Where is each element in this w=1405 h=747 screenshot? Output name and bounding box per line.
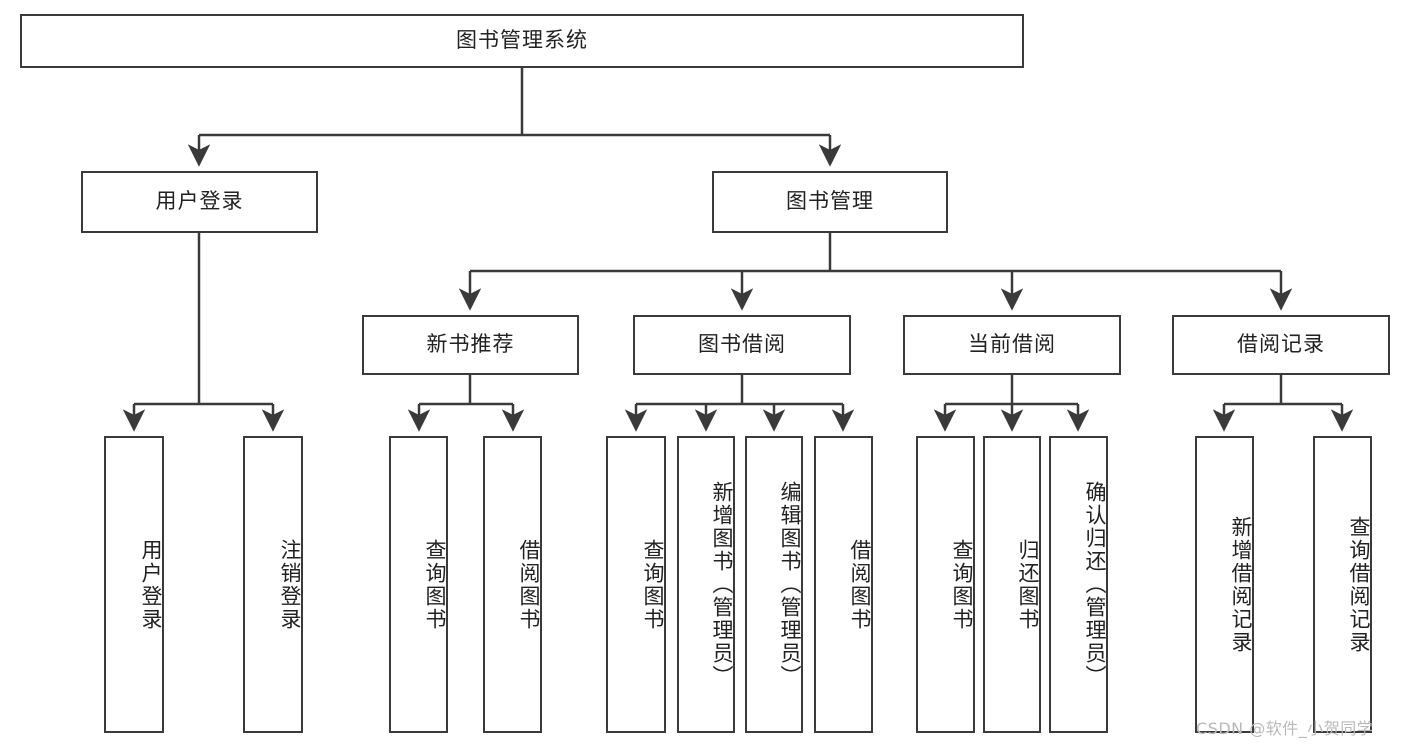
leaf-add-borrow-record[interactable]: 新增借阅记录 (1195, 436, 1254, 733)
leaf-add-borrow-record-label: 新增借阅记录 (1229, 515, 1253, 654)
leaf-logout[interactable]: 注销登录 (243, 436, 303, 733)
leaf-return-book-label: 归还图书 (1016, 538, 1040, 631)
node-current-borrow[interactable]: 当前借阅 (903, 315, 1121, 375)
node-user-login-label: 用户登录 (155, 189, 244, 214)
node-borrow-record[interactable]: 借阅记录 (1172, 315, 1390, 375)
node-new-book-recommend-label: 新书推荐 (426, 332, 515, 357)
leaf-borrow-book-recommend[interactable]: 借阅图书 (483, 436, 542, 733)
csdn-watermark: CSDN @软件_小贺同学 (1196, 719, 1374, 738)
node-user-login[interactable]: 用户登录 (81, 171, 318, 233)
node-book-borrow[interactable]: 图书借阅 (633, 315, 851, 375)
leaf-edit-book-admin-label: 编辑图书（管理员） (778, 481, 802, 688)
leaf-query-book-borrow[interactable]: 查询图书 (606, 436, 666, 733)
leaf-return-book[interactable]: 归还图书 (983, 436, 1041, 733)
leaf-user-login[interactable]: 用户登录 (104, 436, 164, 733)
leaf-query-book-current-label: 查询图书 (950, 538, 974, 631)
leaf-borrow-book[interactable]: 借阅图书 (814, 436, 873, 733)
node-borrow-record-label: 借阅记录 (1237, 332, 1325, 357)
leaf-query-book-recommend[interactable]: 查询图书 (389, 436, 448, 733)
leaf-add-book-admin[interactable]: 新增图书（管理员） (677, 436, 735, 733)
leaf-query-book-borrow-label: 查询图书 (641, 538, 665, 631)
leaf-query-book-current[interactable]: 查询图书 (916, 436, 975, 733)
leaf-user-login-label: 用户登录 (139, 538, 163, 631)
node-current-borrow-label: 当前借阅 (968, 332, 1056, 357)
node-book-borrow-label: 图书借阅 (698, 332, 786, 357)
leaf-query-book-recommend-label: 查询图书 (423, 538, 447, 631)
leaf-add-book-admin-label: 新增图书（管理员） (710, 481, 734, 688)
node-root[interactable]: 图书管理系统 (20, 14, 1024, 68)
leaf-borrow-book-label: 借阅图书 (848, 538, 872, 631)
leaf-confirm-return-admin-label: 确认归还（管理员） (1083, 481, 1107, 688)
node-book-management[interactable]: 图书管理 (712, 171, 948, 233)
node-book-management-label: 图书管理 (786, 189, 874, 214)
leaf-borrow-book-recommend-label: 借阅图书 (517, 538, 541, 631)
leaf-confirm-return-admin[interactable]: 确认归还（管理员） (1049, 436, 1108, 733)
leaf-logout-label: 注销登录 (278, 538, 302, 631)
leaf-query-borrow-record[interactable]: 查询借阅记录 (1313, 436, 1372, 733)
leaf-edit-book-admin[interactable]: 编辑图书（管理员） (745, 436, 803, 733)
leaf-query-borrow-record-label: 查询借阅记录 (1347, 515, 1371, 654)
node-root-label: 图书管理系统 (456, 28, 588, 53)
node-new-book-recommend[interactable]: 新书推荐 (362, 315, 579, 375)
